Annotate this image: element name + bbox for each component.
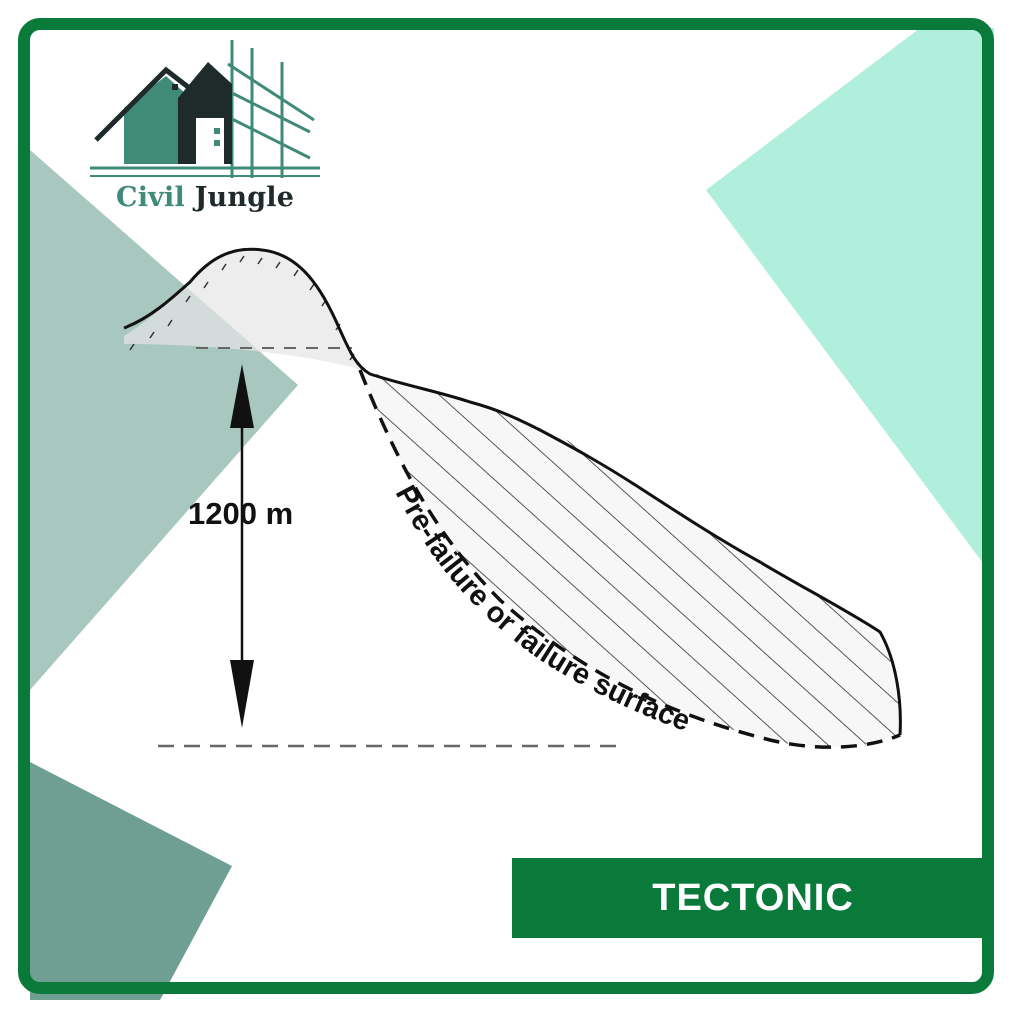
brand-name: Civil Jungle — [116, 182, 294, 213]
arrow-up-icon — [230, 364, 254, 428]
arrow-down-icon — [230, 660, 254, 728]
brand-name-jungle: Jungle — [194, 182, 295, 213]
tectonic-badge: TECTONIC — [512, 858, 994, 938]
summit-stipple-area — [124, 249, 362, 370]
brand-name-civil: Civil — [116, 182, 185, 213]
summit-hatch-ticks — [129, 255, 355, 361]
height-label: 1200 m — [188, 496, 294, 531]
mint-triangle-decoration — [706, 28, 994, 578]
failure-surface-dashed-line — [358, 369, 901, 749]
ground-surface-profile — [123, 247, 902, 736]
civil-jungle-logo-icon — [90, 40, 320, 178]
teal-triangle-lower-decoration — [30, 762, 232, 1000]
badge-label: TECTONIC — [652, 876, 854, 919]
failing-mass-hatched-area — [360, 368, 901, 748]
teal-triangle-upper-decoration — [30, 150, 298, 690]
